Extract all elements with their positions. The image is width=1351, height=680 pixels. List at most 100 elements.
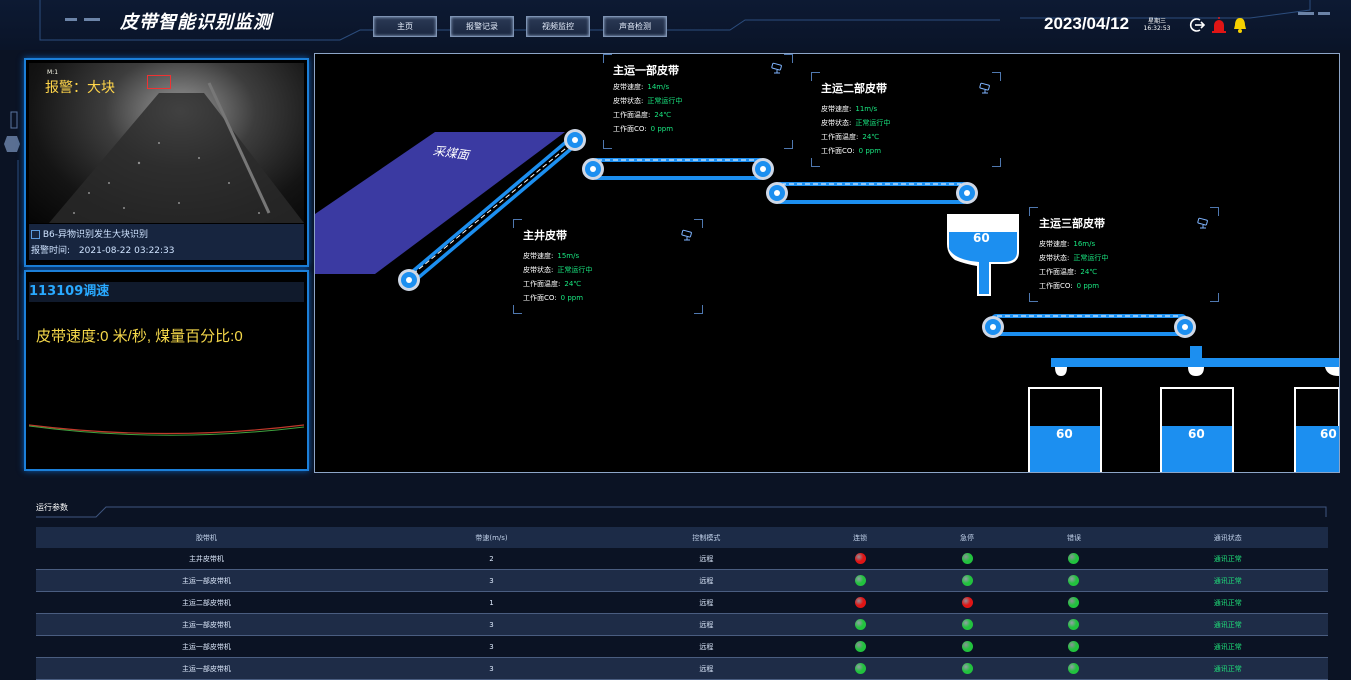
belt-card-title: 主运二部皮带 <box>821 82 887 95</box>
belt-name: 主运一部皮带机 <box>36 657 377 680</box>
caption-checkbox-icon[interactable] <box>31 230 40 239</box>
comm-status: 通讯正常 <box>1213 554 1242 563</box>
belt-card-title: 主运三部皮带 <box>1039 217 1105 230</box>
speed-trend-line <box>29 424 304 436</box>
belt-card-main-3[interactable]: 主运三部皮带 皮带速度:16m/s 皮带状态:正常运行中 工作面温度:24℃ 工… <box>1029 207 1219 302</box>
camera-icon[interactable] <box>979 82 993 94</box>
comm-status: 通讯正常 <box>1127 613 1328 636</box>
error-status-icon <box>1068 597 1080 608</box>
weekday-display: 星期三 <box>1147 18 1166 25</box>
bunker-value: 60 <box>973 231 990 245</box>
table-row[interactable]: 主井皮带机 2 远程 通讯正常 <box>36 548 1328 570</box>
nav-home-button[interactable]: 主页 <box>373 16 437 37</box>
interlock-status-icon <box>854 553 866 564</box>
emergency-stop-status-icon <box>961 641 973 652</box>
table-row[interactable]: 主运一部皮带机 3 远程 通讯正常 <box>36 636 1328 658</box>
speed-panel-title: 113109调速 <box>29 282 304 302</box>
caption-text: B6-异物识别发生大块识别 <box>42 230 149 240</box>
page-title: 皮带智能识别监测 <box>120 12 272 33</box>
nav-alarm-records-button[interactable]: 报警记录 <box>450 16 514 37</box>
control-mode: 远程 <box>699 554 714 563</box>
control-mode: 远程 <box>606 657 807 680</box>
error-status-icon <box>1068 553 1080 564</box>
camera-feed-image[interactable]: M:1 报警：大块 <box>29 63 304 223</box>
belt-feed-graphic <box>49 82 304 223</box>
camera-icon[interactable] <box>681 229 695 241</box>
params-title-underline <box>36 506 1327 518</box>
camera-icon[interactable] <box>771 62 785 74</box>
detection-box <box>147 75 171 89</box>
error-status-icon <box>1068 641 1080 652</box>
bell-icon[interactable] <box>1231 16 1249 34</box>
alarm-time-value: 2021-08-22 03:22:33 <box>78 246 175 256</box>
alarm-time-label: 报警时间: <box>31 246 71 256</box>
time-display: 16:32:53 <box>1143 25 1171 32</box>
col-interlock: 连锁 <box>806 527 914 548</box>
header-frame <box>39 0 1330 41</box>
belt-card-title: 主运一部皮带 <box>613 64 679 77</box>
alarm-icon[interactable] <box>1210 16 1228 34</box>
comm-status: 通讯正常 <box>1213 598 1242 607</box>
camera-tag: M:1 <box>47 69 59 76</box>
col-error: 错误 <box>1020 527 1128 548</box>
emergency-stop-status-icon <box>961 575 973 586</box>
logout-icon[interactable] <box>1188 16 1206 34</box>
control-mode: 远程 <box>699 642 714 651</box>
interlock-status-icon <box>854 597 866 608</box>
belt-speed: 3 <box>376 569 607 592</box>
nav-sound-detect-button[interactable]: 声音检测 <box>603 16 667 37</box>
control-mode: 远程 <box>606 569 807 592</box>
belt-speed: 2 <box>489 554 494 563</box>
silo-1-value: 60 <box>1056 427 1073 441</box>
interlock-status-icon <box>854 641 866 652</box>
col-comm: 通讯状态 <box>1127 527 1328 548</box>
emergency-stop-status-icon <box>961 553 973 564</box>
belt-speed: 3 <box>376 657 607 680</box>
comm-status: 通讯正常 <box>1213 642 1242 651</box>
belt-card-title: 主井皮带 <box>523 229 567 242</box>
belt-name: 主运一部皮带机 <box>36 569 377 592</box>
belt-diagram: 采煤面 60 60 60 60 主运一部皮带 皮带速度:14m/s 皮带状态:正… <box>314 53 1340 473</box>
camera-icon[interactable] <box>1197 217 1211 229</box>
speed-panel-text: 皮带速度:0 米/秒, 煤量百分比:0 <box>36 328 243 345</box>
speed-panel: 113109调速 皮带速度:0 米/秒, 煤量百分比:0 <box>24 270 309 471</box>
emergency-stop-status-icon <box>961 619 973 630</box>
camera-caption: B6-异物识别发生大块识别 报警时间: 2021-08-22 03:22:33 <box>29 224 304 260</box>
nav-video-monitor-button[interactable]: 视频监控 <box>526 16 590 37</box>
belt-speed: 3 <box>376 613 607 636</box>
interlock-status-icon <box>854 575 866 586</box>
coal-face-area <box>315 132 565 274</box>
interlock-status-icon <box>854 663 866 674</box>
belt-name: 主运二部皮带机 <box>181 598 231 607</box>
belt-card-main-1[interactable]: 主运一部皮带 皮带速度:14m/s 皮带状态:正常运行中 工作面温度:24℃ 工… <box>603 54 793 149</box>
belt-card-main-shaft[interactable]: 主井皮带 皮带速度:15m/s 皮带状态:正常运行中 工作面温度:24℃ 工作面… <box>513 219 703 314</box>
belt-name: 主井皮带机 <box>188 554 224 563</box>
col-mode: 控制模式 <box>606 527 807 548</box>
belt-card-main-2[interactable]: 主运二部皮带 皮带速度:11m/s 皮带状态:正常运行中 工作面温度:24℃ 工… <box>811 72 1001 167</box>
emergency-stop-status-icon <box>961 597 973 608</box>
date-display: 2023/04/12 <box>1044 14 1130 33</box>
col-speed: 带速(m/s) <box>376 527 607 548</box>
silo-3-value: 60 <box>1320 427 1337 441</box>
col-estop: 急停 <box>913 527 1021 548</box>
interlock-status-icon <box>854 619 866 630</box>
comm-status: 通讯正常 <box>1127 657 1328 680</box>
comm-status: 通讯正常 <box>1127 569 1328 592</box>
left-edge-decor <box>4 111 20 340</box>
belt-diagram-graphics <box>315 129 1339 472</box>
belt-name: 主运一部皮带机 <box>36 613 377 636</box>
belt-speed: 1 <box>489 598 494 607</box>
belt-speed: 3 <box>489 642 494 651</box>
camera-panel[interactable]: M:1 报警：大块 B6-异物识别发生大块识别 报警时间: 2021-08-22… <box>24 58 309 267</box>
error-status-icon <box>1068 575 1080 586</box>
error-status-icon <box>1068 663 1080 674</box>
params-header-row: 胶带机 带速(m/s) 控制模式 连锁 急停 错误 通讯状态 <box>36 527 1328 548</box>
header-bar: 皮带智能识别监测 主页 报警记录 视频监控 声音检测 2023/04/12 星期… <box>0 0 1351 50</box>
camera-alarm-overlay: 报警：大块 <box>45 80 115 96</box>
belt-name: 主运一部皮带机 <box>181 642 231 651</box>
